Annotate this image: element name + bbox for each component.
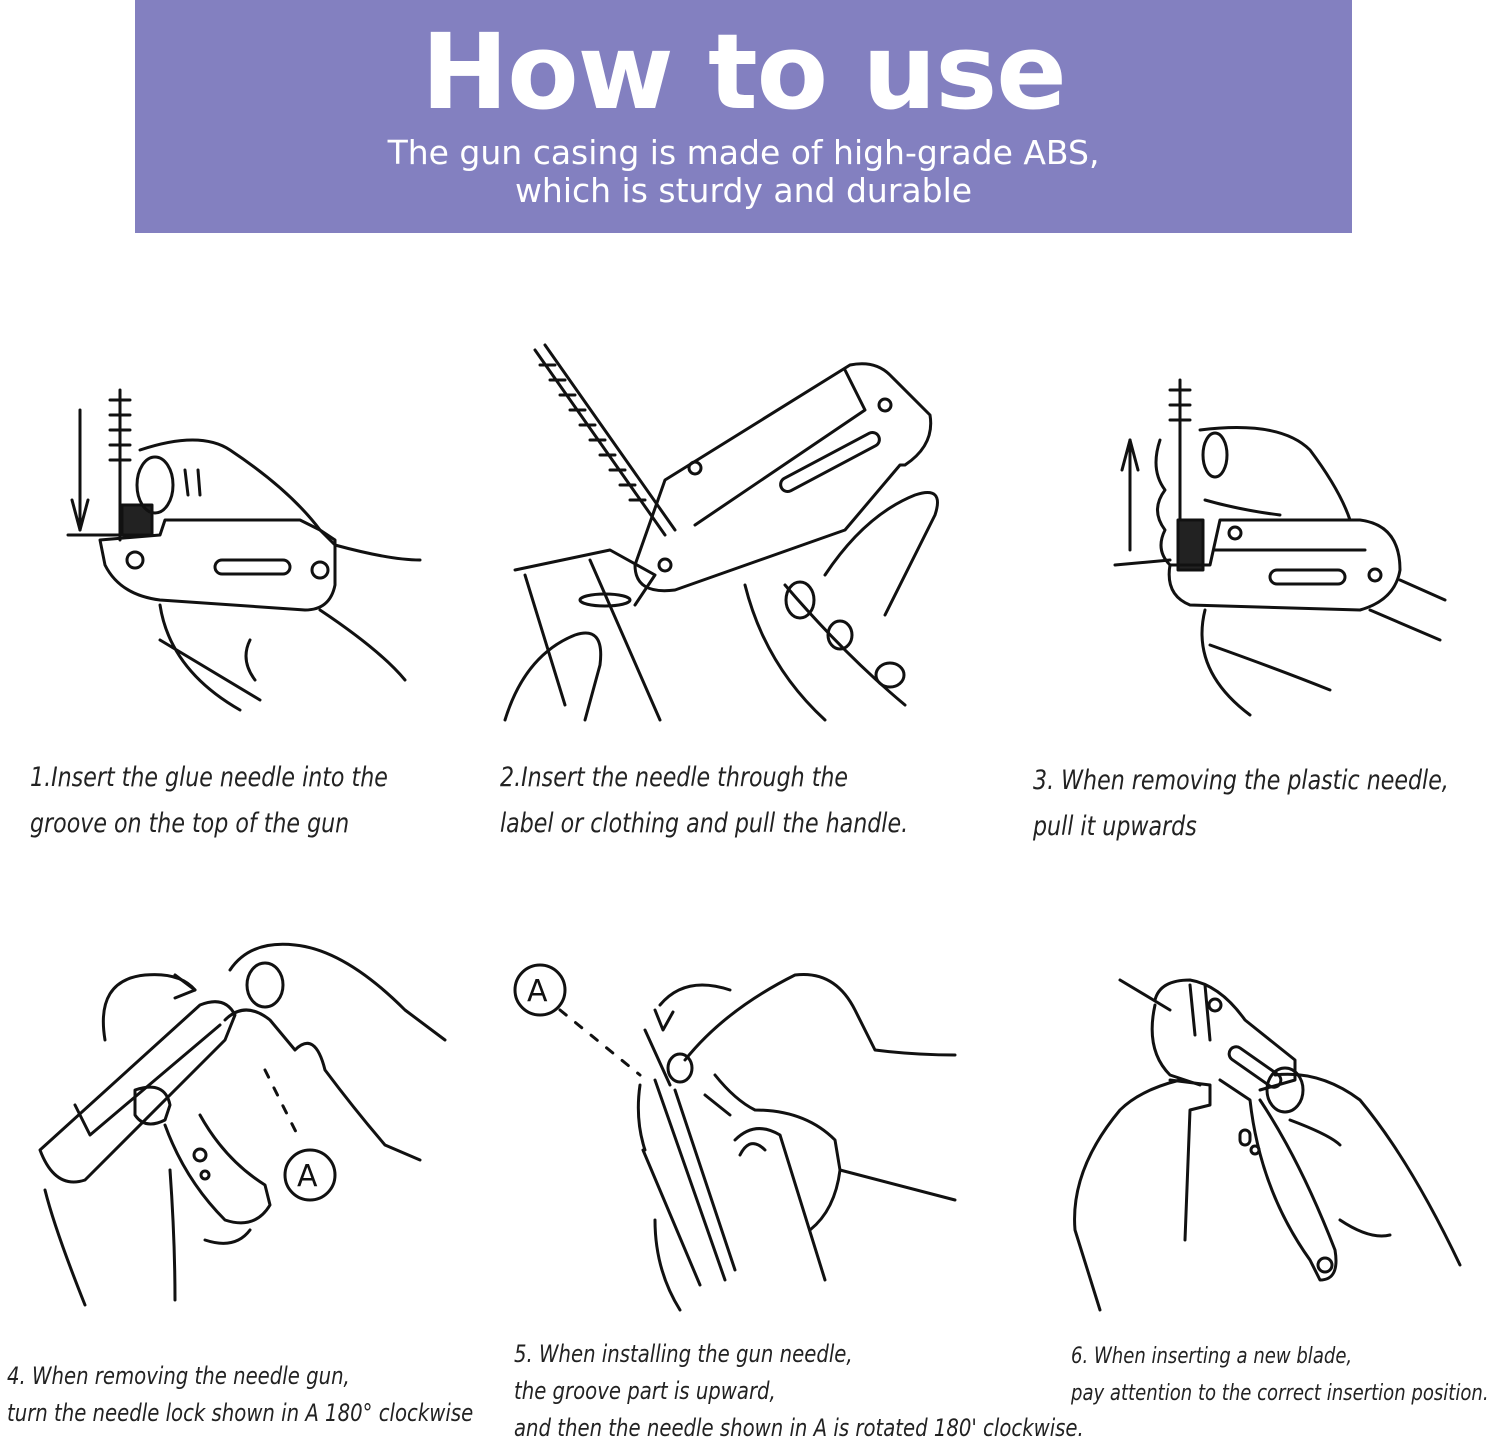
caption-line: and then the needle shown in A is rotate… [514,1414,1084,1442]
caption-line: groove on the top of the gun [30,808,350,839]
caption-line: label or clothing and pull the handle. [500,808,909,839]
caption-line: 2.Insert the needle through the [500,762,849,793]
caption-line: 1.Insert the glue needle into the [30,762,388,793]
tag-gun-insert-needle-icon [66,388,422,712]
caption-line: 6. When inserting a new blade, [1071,1344,1353,1369]
subtitle-line: The gun casing is made of high-grade ABS… [387,133,1100,172]
caption-line: 5. When installing the gun needle, [514,1340,853,1368]
caption-line: turn the needle lock shown in A 180° clo… [7,1399,474,1427]
step-4-caption: 4. When removing the needle gun, turn th… [7,1358,473,1432]
header-banner: How to use The gun casing is made of hig… [135,0,1352,233]
tag-gun-install-needle-icon: A [513,963,957,1312]
step-6-illustration [1060,960,1480,1320]
subtitle-line: which is sturdy and durable [514,171,973,210]
step-2-illustration [495,335,955,725]
caption-line: 3. When removing the plastic needle, [1033,765,1449,796]
step-6-caption: 6. When inserting a new blade, pay atten… [1071,1338,1489,1412]
step-1-illustration [60,370,440,720]
step-4-illustration: A [25,940,455,1315]
tag-gun-pull-handle-icon [503,343,939,722]
step-5-caption: 5. When installing the gun needle, the g… [514,1336,1084,1447]
svg-text:A: A [527,974,548,1009]
tag-gun-remove-needle-icon [1113,378,1447,717]
caption-line: pay attention to the correct insertion p… [1071,1381,1489,1406]
tag-gun-rotate-lock-icon: A [38,942,447,1307]
step-2-caption: 2.Insert the needle through the label or… [500,755,908,847]
caption-line: pull it upwards [1033,811,1197,842]
step-1-caption: 1.Insert the glue needle into the groove… [30,755,388,847]
caption-line: 4. When removing the needle gun, [7,1362,350,1390]
step-3-illustration [1110,370,1460,725]
caption-line: the groove part is upward, [514,1377,776,1405]
step-5-illustration: A [495,950,960,1320]
svg-text:A: A [297,1159,318,1194]
page-title: How to use [421,11,1067,133]
step-3-caption: 3. When removing the plastic needle, pul… [1033,758,1449,850]
tag-gun-insert-blade-icon [1073,978,1462,1312]
page-subtitle: The gun casing is made of high-grade ABS… [135,134,1352,210]
